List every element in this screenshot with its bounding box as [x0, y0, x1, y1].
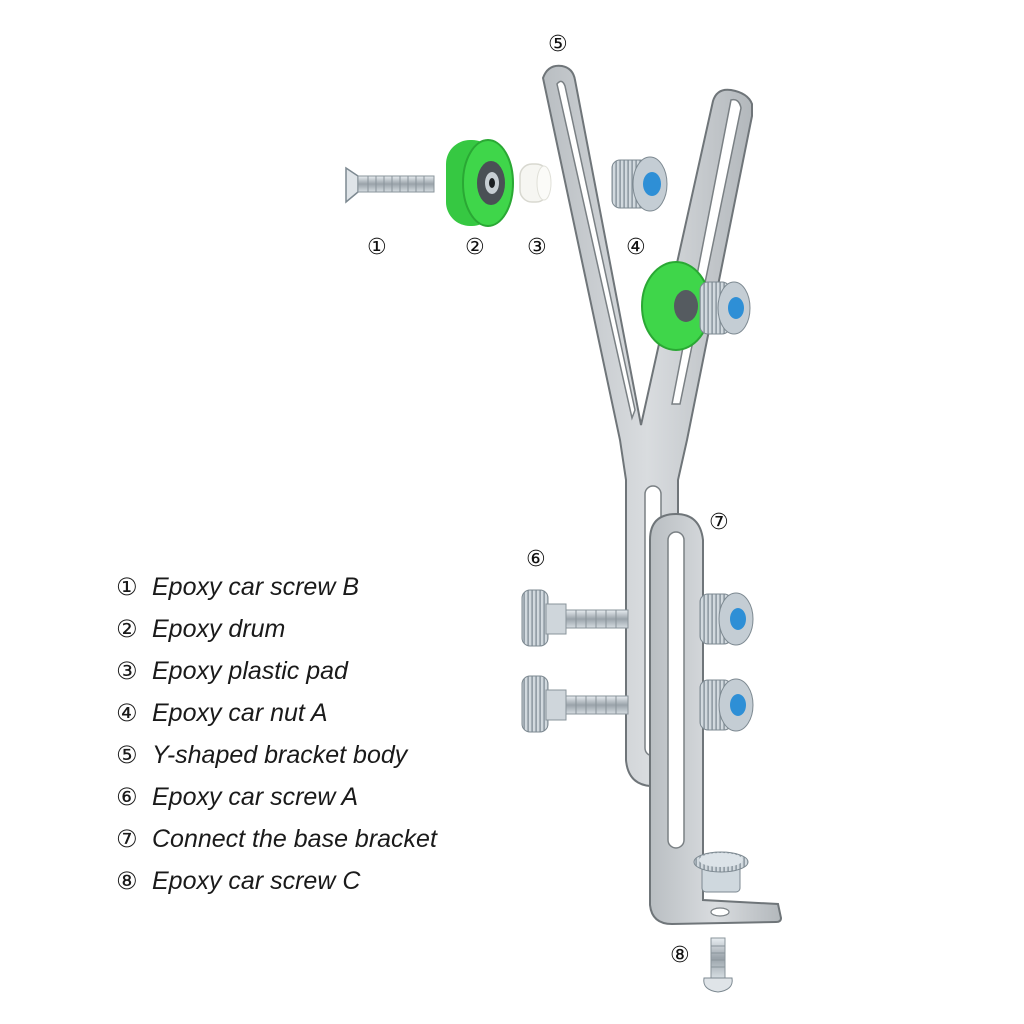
legend-item: ⑥ Epoxy car screw A — [116, 776, 437, 818]
legend-item: ① Epoxy car screw B — [116, 566, 437, 608]
legend-number: ⑦ — [116, 825, 138, 853]
base-nut-upper — [699, 592, 754, 646]
legend-label: Epoxy car screw C — [152, 866, 361, 895]
legend-number: ⑧ — [116, 867, 138, 895]
screw-b — [345, 166, 435, 204]
legend-label: Connect the base bracket — [152, 824, 437, 853]
plastic-pad — [519, 163, 552, 203]
callout-4: ④ — [626, 235, 646, 260]
legend-item: ③ Epoxy plastic pad — [116, 650, 437, 692]
legend-item: ⑤ Y-shaped bracket body — [116, 734, 437, 776]
callout-1: ① — [367, 235, 387, 260]
legend-number: ⑥ — [116, 783, 138, 811]
screw-c — [703, 937, 733, 993]
screw-a-lower — [521, 675, 629, 733]
drum — [446, 139, 514, 227]
callout-5: ⑤ — [548, 32, 568, 57]
legend-number: ① — [116, 573, 138, 601]
foot-nut — [693, 851, 749, 893]
callout-8: ⑧ — [670, 943, 690, 968]
parts-legend: ① Epoxy car screw B ② Epoxy drum ③ Epoxy pl… — [116, 566, 437, 902]
legend-label: Y-shaped bracket body — [152, 740, 408, 769]
legend-label: Epoxy car screw A — [152, 782, 359, 811]
legend-number: ② — [116, 615, 138, 643]
legend-number: ④ — [116, 699, 138, 727]
legend-item: ② Epoxy drum — [116, 608, 437, 650]
base-bracket — [649, 512, 783, 926]
legend-number: ⑤ — [116, 741, 138, 769]
legend-item: ⑦ Connect the base bracket — [116, 818, 437, 860]
callout-2: ② — [465, 235, 485, 260]
mounted-nut — [699, 281, 751, 335]
callout-3: ③ — [527, 235, 547, 260]
callout-6: ⑥ — [526, 547, 546, 572]
legend-number: ③ — [116, 657, 138, 685]
legend-item: ④ Epoxy car nut A — [116, 692, 437, 734]
callout-7: ⑦ — [709, 510, 729, 535]
nut-a — [611, 156, 668, 212]
legend-label: Epoxy car nut A — [152, 698, 328, 727]
legend-label: Epoxy car screw B — [152, 572, 360, 601]
screw-a-upper — [521, 589, 629, 647]
legend-item: ⑧ Epoxy car screw C — [116, 860, 437, 902]
legend-label: Epoxy plastic pad — [152, 656, 348, 685]
base-nut-lower — [699, 678, 754, 732]
legend-label: Epoxy drum — [152, 614, 286, 643]
